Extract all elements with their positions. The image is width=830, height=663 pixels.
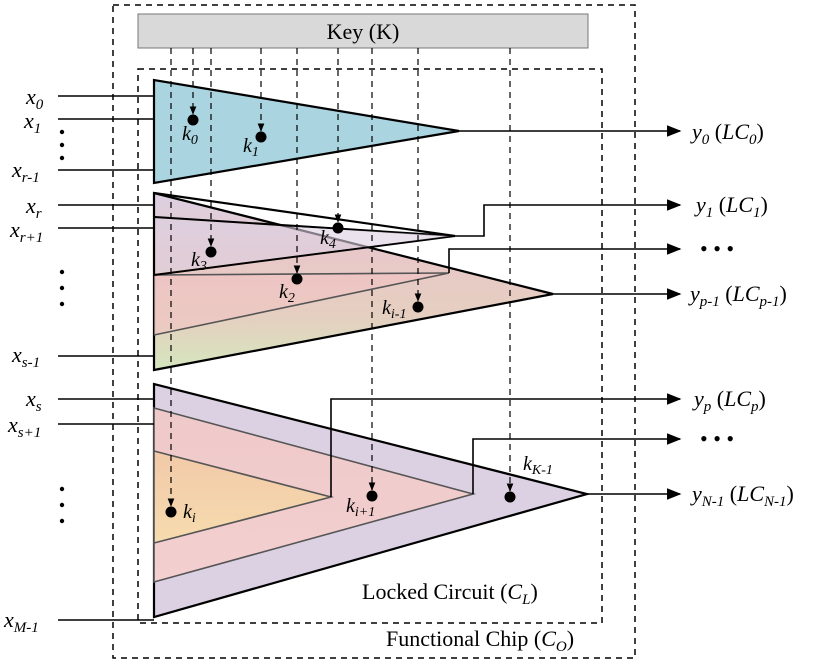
functional-chip-label: Functional Chip (CO) <box>386 626 574 655</box>
functional-chip-box <box>112 4 636 659</box>
output-label-y1: y1 (LC1) <box>694 192 768 221</box>
locked-circuit-label: Locked Circuit (CL) <box>362 579 538 608</box>
mid-lower-edge <box>153 272 450 336</box>
key-lines <box>167 48 514 507</box>
output-label-yp-1: yp-1 (LCp-1) <box>688 281 787 310</box>
key-label-k1: k1 <box>243 135 259 160</box>
input-label-xr+1: xr+1 <box>9 217 43 246</box>
input-wires <box>58 95 154 621</box>
locked-circuit-box <box>137 68 603 624</box>
key-label-kK-1: kK-1 <box>523 453 553 478</box>
key-box <box>137 13 589 49</box>
input-label-xs-1: xs-1 <box>11 342 40 371</box>
input-label-xr: xr <box>25 193 42 222</box>
output-wires <box>330 125 682 500</box>
mid-top-edge <box>153 191 456 238</box>
input-label-x0: x0 <box>25 84 44 113</box>
output-label-yN-1: yN-1 (LCN-1) <box>690 481 794 510</box>
mid-inner-edge <box>153 272 450 276</box>
triangle-lc0 <box>152 78 460 185</box>
key-box-label: Key (K) <box>327 19 400 44</box>
input-ellipsis <box>59 129 65 524</box>
triangle-lc-p <box>153 449 335 545</box>
input-label-x1: x1 <box>23 108 41 137</box>
output-label-y0: y0 (LC0) <box>690 119 764 148</box>
key-label-k4: k4 <box>320 227 336 252</box>
key-label-ki-1: ki-1 <box>382 297 406 322</box>
triangle-lc1-fill <box>156 219 451 273</box>
triangle-lc1 <box>153 215 456 277</box>
key-label-k3: k3 <box>191 249 207 274</box>
output-ellipsis-1: • • • <box>700 236 734 261</box>
output-label-yp: yp (LCp) <box>692 386 766 415</box>
key-label-k2: k2 <box>279 281 295 306</box>
key-label-k0: k0 <box>182 123 198 148</box>
input-label-xs+1: xs+1 <box>7 412 41 441</box>
input-label-xM-1: xM-1 <box>3 607 39 636</box>
input-label-xr-1: xr-1 <box>11 157 40 186</box>
key-dots <box>165 114 516 518</box>
output-ellipsis-2: • • • <box>700 426 734 451</box>
key-label-ki: ki <box>183 501 196 526</box>
key-label-ki+1: ki+1 <box>346 495 375 520</box>
input-label-xs: xs <box>25 386 42 415</box>
